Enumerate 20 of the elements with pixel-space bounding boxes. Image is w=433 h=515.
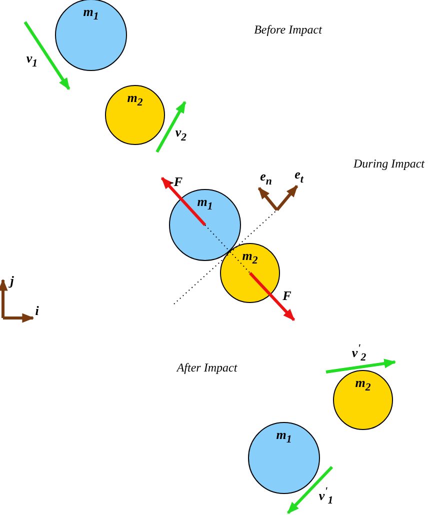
unit-vector-label: e$_{t}$ xyxy=(294,166,304,186)
title-label: During Impact xyxy=(354,156,424,172)
title-label: After Impact xyxy=(176,360,238,376)
ball-circle xyxy=(55,0,127,71)
axis-label: i xyxy=(35,303,39,319)
velocity-label: v$_{2}$ xyxy=(175,124,187,144)
mass-label: m$_{1}$ xyxy=(83,4,99,23)
force-label: -F xyxy=(170,174,182,190)
ball-circle xyxy=(220,243,280,303)
mass-label: m$_{2}$ xyxy=(242,248,258,267)
mass-label: m$_{2}$ xyxy=(127,90,143,109)
mass-label: m$_{1}$ xyxy=(197,194,213,213)
mass-label: m$_{2}$ xyxy=(355,375,371,394)
ball-circle xyxy=(169,189,241,261)
force-label: F xyxy=(282,288,292,304)
unit-vector-label: e$_{n}$ xyxy=(260,168,272,188)
mass-label: m$_{1}$ xyxy=(276,427,292,446)
axis-label: j xyxy=(10,273,14,289)
velocity-label: v$_{1}$ xyxy=(26,50,38,70)
title-label: Before Impact xyxy=(254,22,322,38)
